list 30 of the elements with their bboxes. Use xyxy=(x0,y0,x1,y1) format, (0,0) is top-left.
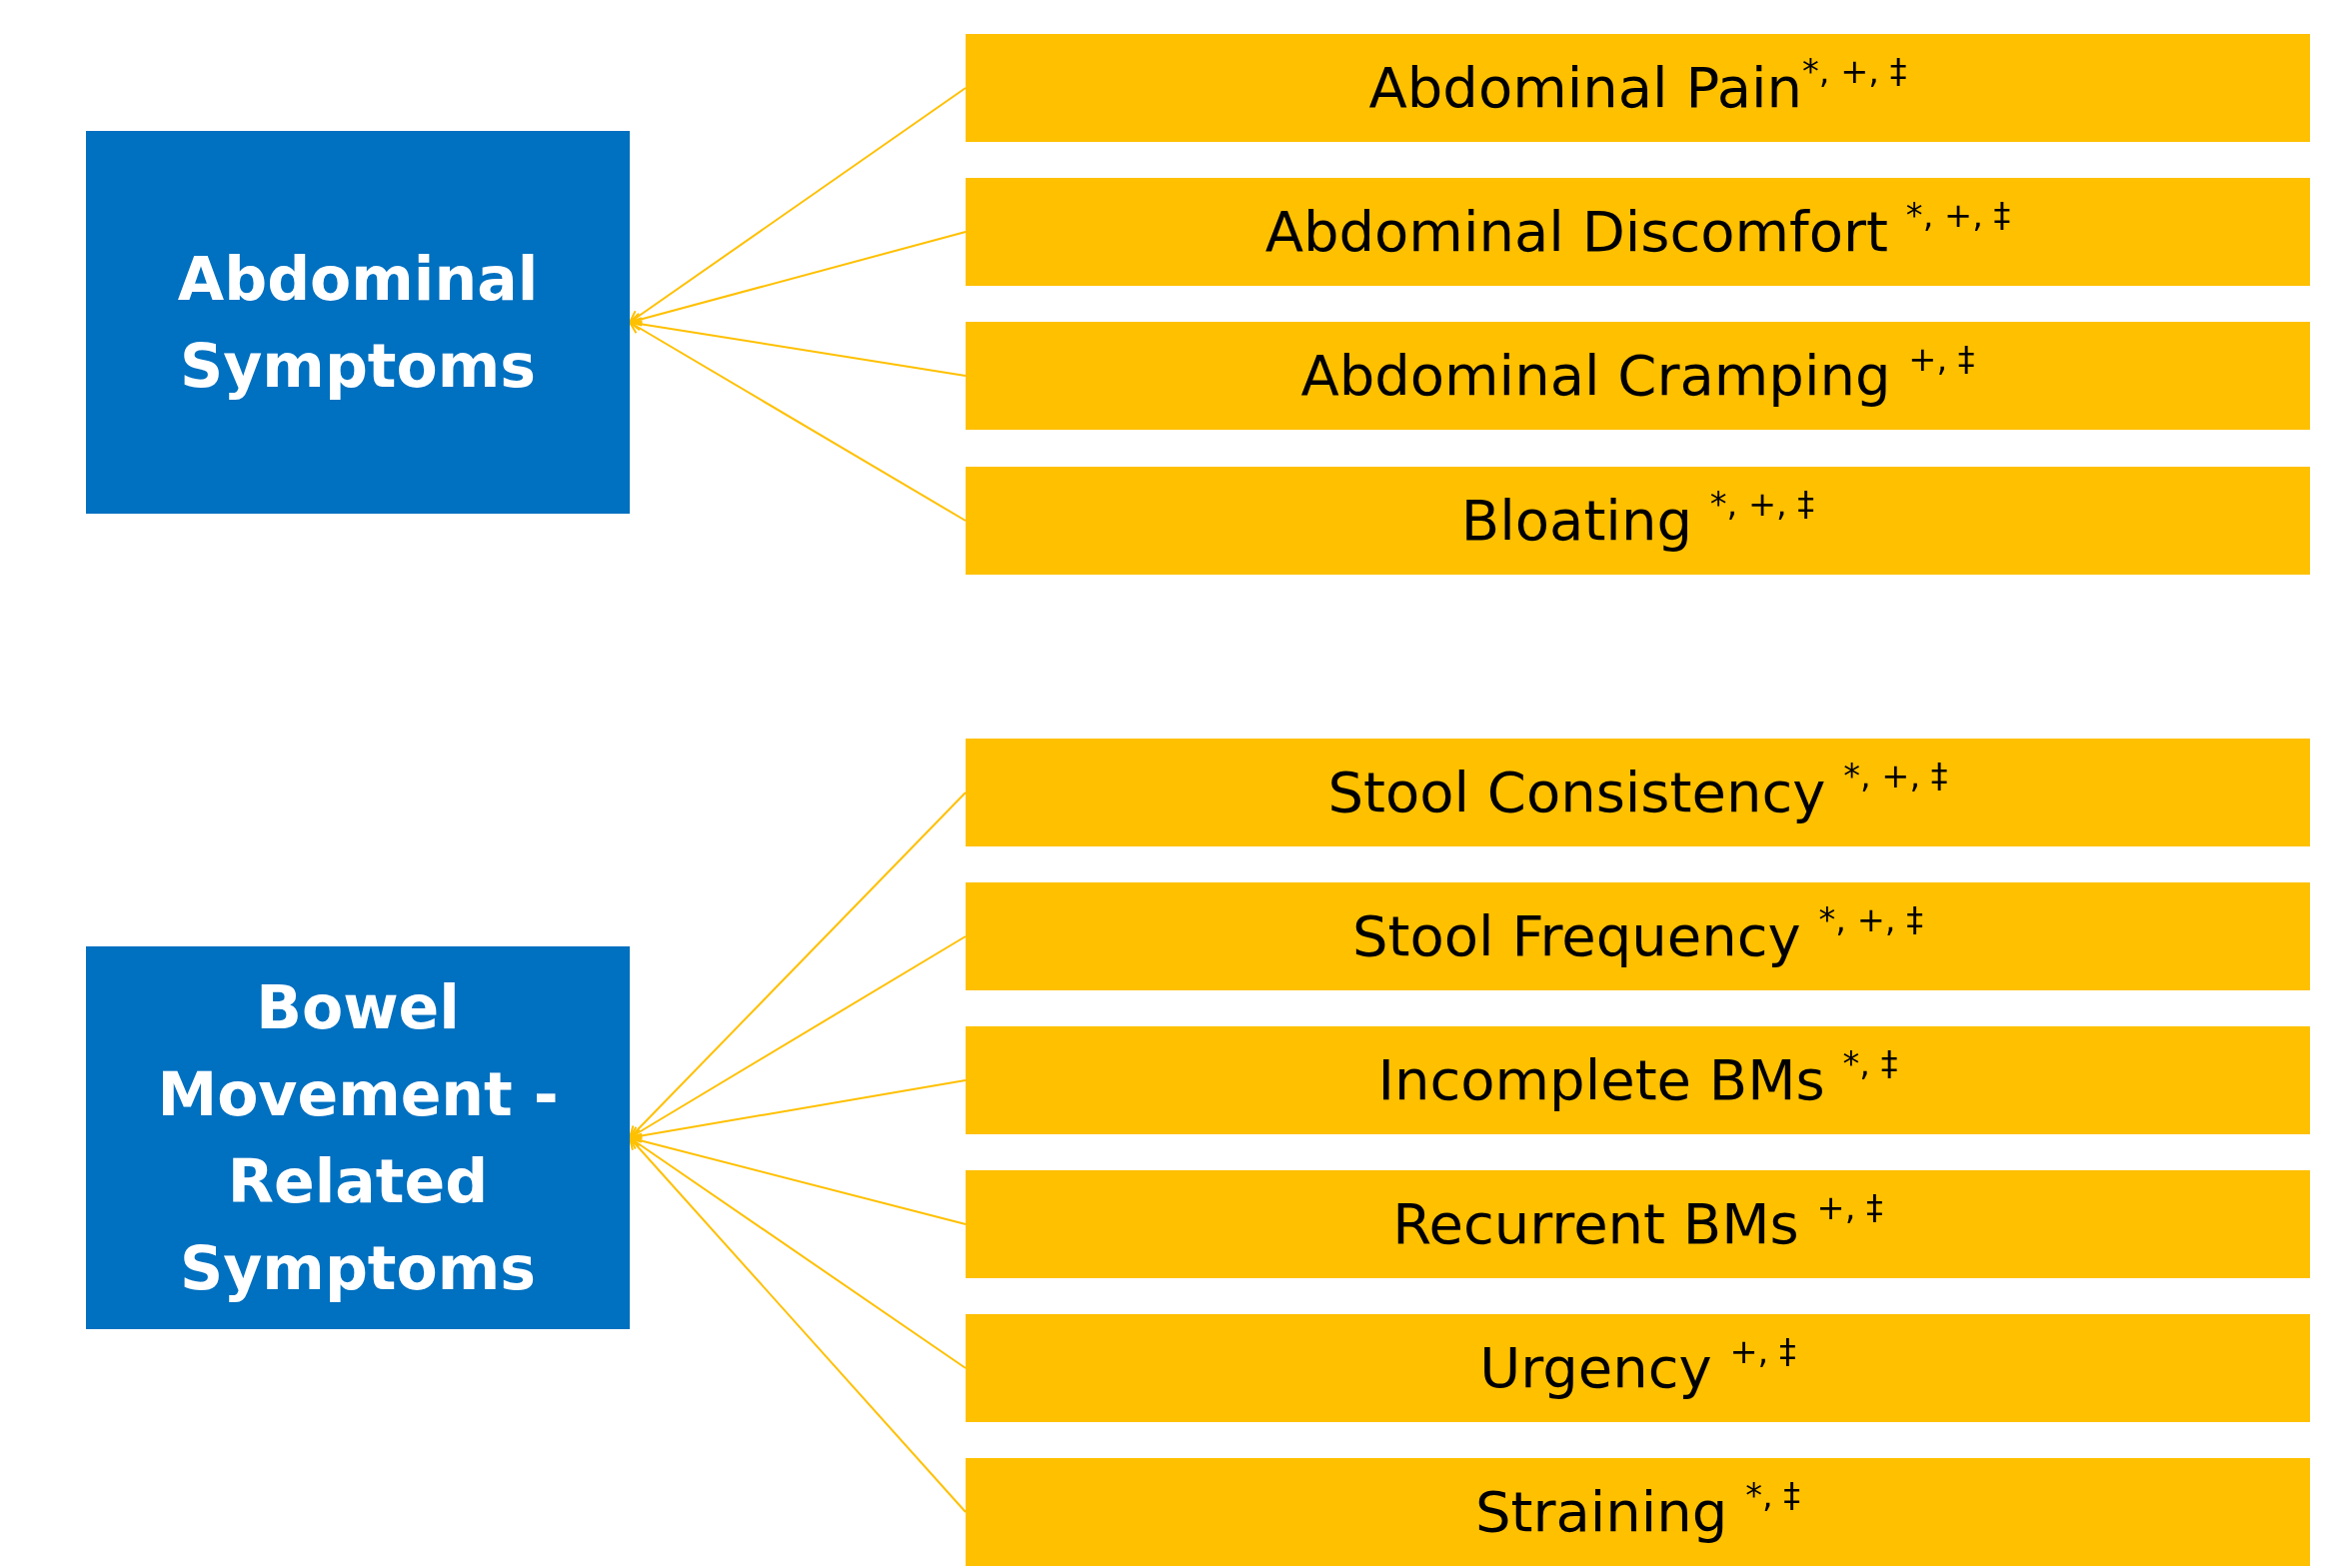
symptom-box xyxy=(966,1314,2310,1422)
symptom-box xyxy=(966,882,2310,990)
arrow xyxy=(629,87,967,324)
symptom-label: Abdominal Discomfort $^{*, +, ‡}$ xyxy=(1264,195,2011,267)
category-label: Abdominal Symptoms xyxy=(176,242,540,403)
symptom-label: Abdominal Pain$^{*, +, ‡}$ xyxy=(1368,51,1907,123)
symptom-label: Incomplete BMs $^{*, ‡}$ xyxy=(1377,1043,1898,1115)
symptom-label: Bloating $^{*, +, ‡}$ xyxy=(1460,484,1815,556)
symptom-label: Stool Frequency $^{*, +, ‡}$ xyxy=(1352,899,1923,971)
arrow xyxy=(629,1136,967,1369)
arrow xyxy=(629,231,967,327)
symptom-label: Urgency $^{+, ‡}$ xyxy=(1479,1331,1796,1403)
arrow xyxy=(629,317,967,377)
symptom-label: Recurrent BMs $^{+, ‡}$ xyxy=(1392,1187,1883,1259)
symptom-box xyxy=(966,467,2310,575)
symptom-box xyxy=(966,1458,2310,1566)
category-label: Bowel Movement - Related Symptoms xyxy=(156,970,560,1305)
symptom-box xyxy=(966,34,2310,142)
symptom-box xyxy=(966,1026,2310,1134)
symptom-box xyxy=(966,1170,2310,1278)
symptom-label: Straining $^{*, ‡}$ xyxy=(1474,1475,1801,1547)
symptom-box xyxy=(966,739,2310,846)
symptom-label: Abdominal Cramping $^{+, ‡}$ xyxy=(1300,339,1975,411)
arrow xyxy=(629,321,967,522)
category-box xyxy=(86,946,630,1329)
arrow xyxy=(629,935,967,1139)
symptom-box xyxy=(966,322,2310,430)
category-box xyxy=(86,131,630,514)
symptom-label: Stool Consistency $^{*, +, ‡}$ xyxy=(1327,756,1948,827)
symptom-box xyxy=(966,178,2310,286)
